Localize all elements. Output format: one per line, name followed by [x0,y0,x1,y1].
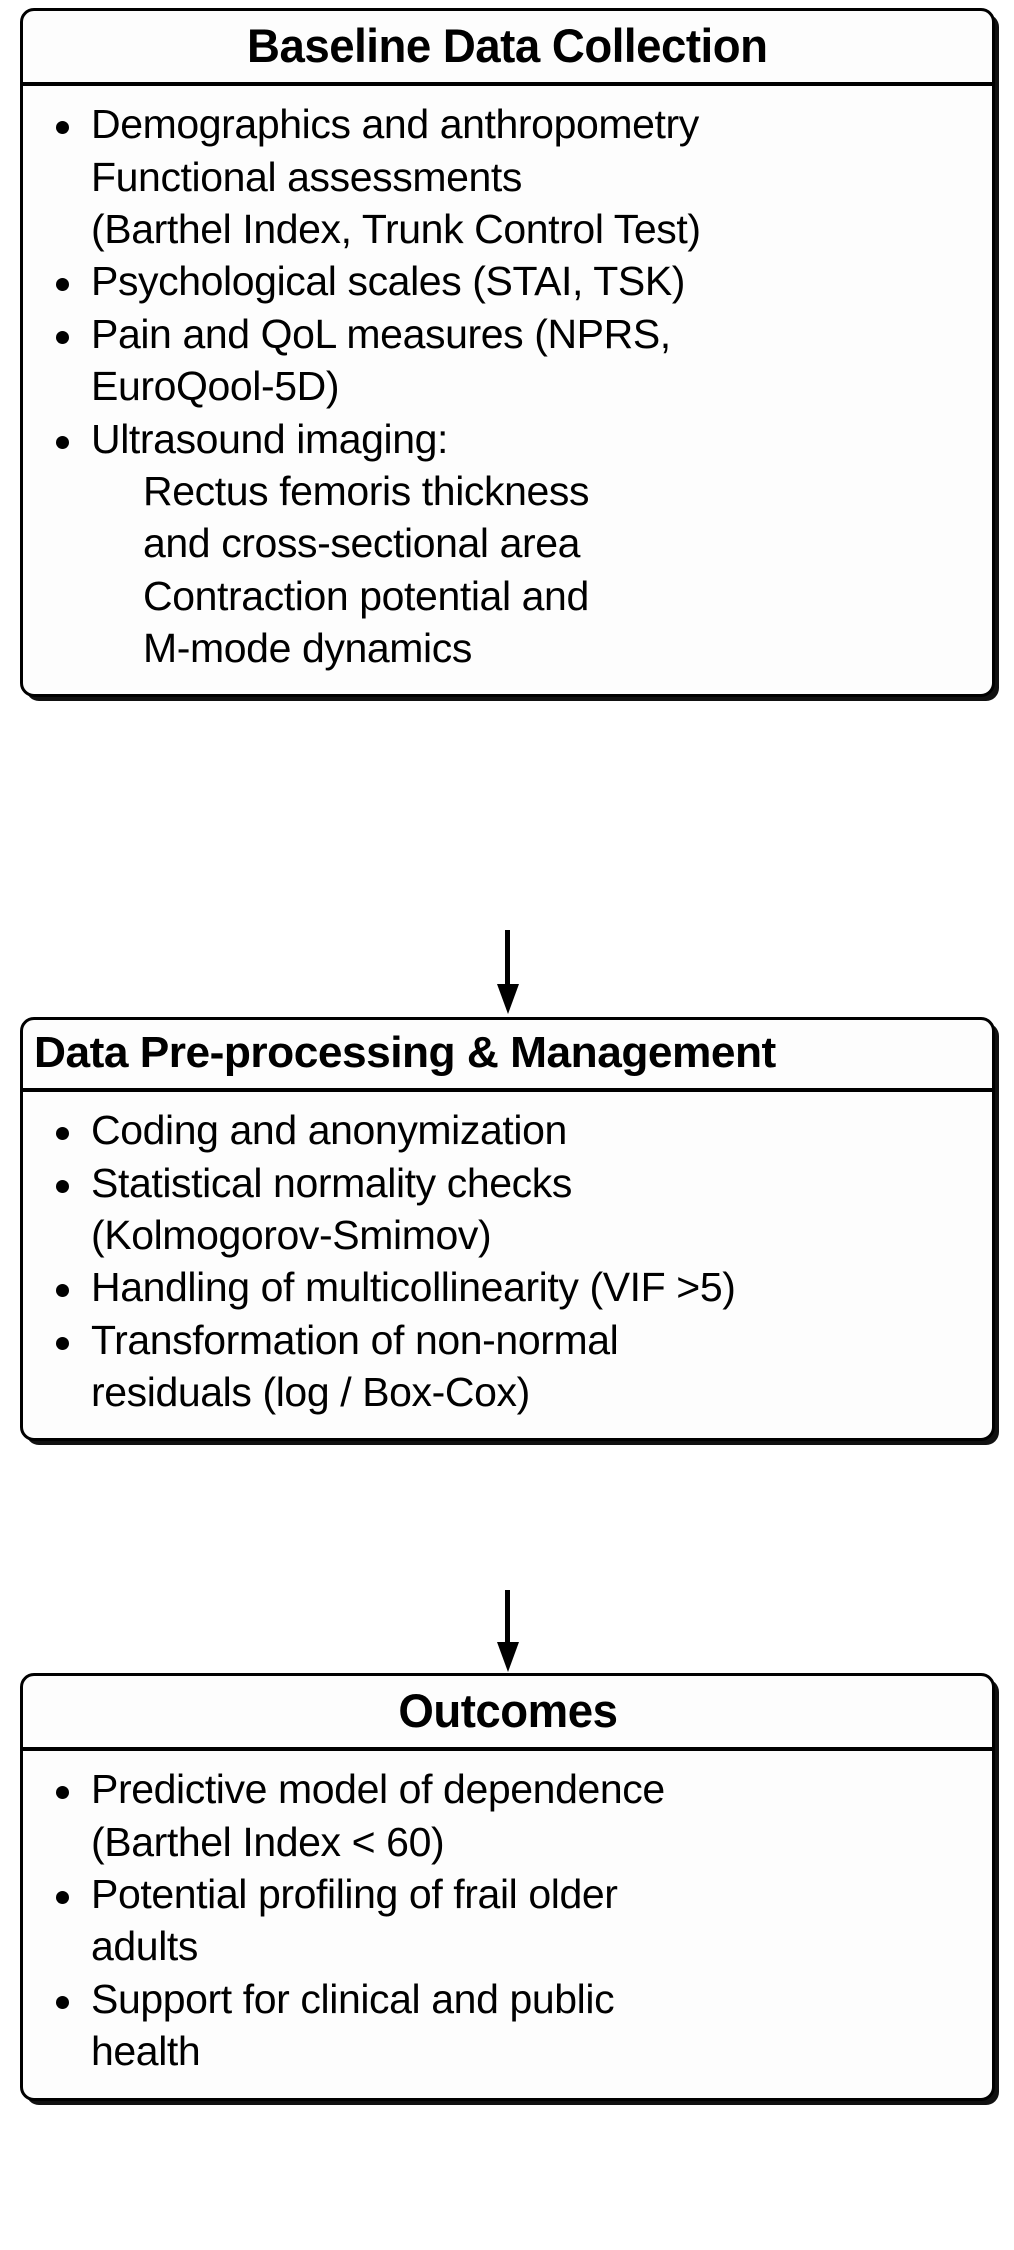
list-item: Support for clinical and public [33,1975,982,2023]
list-item: (Barthel Index, Trunk Control Test) [91,206,701,253]
list-item: (Kolmogorov-Smimov) [91,1211,492,1258]
node-body-outcomes: Predictive model of dependence (Barthel … [23,1751,992,2097]
flow-node-baseline-data-collection: Baseline Data Collection Demographics an… [20,8,995,698]
node-body-data-pre-processing-management: Coding and anonymization Statistical nor… [23,1092,992,1438]
list-item: (Barthel Index < 60) [91,1818,445,1865]
flow-node-data-pre-processing-management: Data Pre-processing & Management Coding … [20,1017,995,1442]
connector-arrow-2 [497,1590,519,1674]
list-item: Functional assessments [91,153,523,200]
node-title: Data Pre-processing & Management [34,1028,776,1077]
sub-list-item: Rectus femoris thickness [143,467,590,514]
arrow-head-icon [497,984,519,1014]
list-item: Demographics and anthropometry [33,100,982,148]
list-item: health [91,2028,201,2075]
list-item: Pain and QoL measures (NPRS, [33,310,982,358]
list-item: Statistical normality checks [33,1159,982,1207]
list-item: Coding and anonymization [33,1106,982,1154]
list-item: adults [91,1923,199,1970]
list-item: Ultrasound imaging: [33,415,982,463]
arrow-head-icon [497,1642,519,1672]
sub-list-item: Contraction potential and [143,572,589,619]
connector-arrow-1 [497,930,519,1016]
list-item: Psychological scales (STAI, TSK) [33,257,982,305]
arrow-shaft [505,1590,510,1644]
sub-list-item: and cross-sectional area [143,520,581,567]
node-title: Outcomes [397,1684,618,1737]
list-item: Predictive model of dependence [33,1765,982,1813]
list-item: Handling of multicollinearity (VIF >5) [33,1263,982,1311]
bullet-list: Predictive model of dependence (Barthel … [33,1765,982,2075]
node-body-baseline-data-collection: Demographics and anthropometry Functiona… [23,86,992,694]
node-header-data-pre-processing-management: Data Pre-processing & Management [23,1020,992,1093]
list-item: Transformation of non-normal [33,1316,982,1364]
node-header-outcomes: Outcomes [23,1676,992,1752]
arrow-shaft [505,930,510,986]
bullet-list: Demographics and anthropometry Functiona… [33,100,982,672]
sub-list-item: M-mode dynamics [143,625,472,672]
list-item: EuroQool-5D) [91,363,340,410]
node-title: Baseline Data Collection [247,19,768,72]
list-item: residuals (log / Box-Cox) [91,1369,530,1416]
bullet-list: Coding and anonymization Statistical nor… [33,1106,982,1416]
list-item: Potential profiling of frail older [33,1870,982,1918]
node-header-baseline-data-collection: Baseline Data Collection [23,11,992,87]
flow-node-outcomes: Outcomes Predictive model of dependence … [20,1673,995,2101]
